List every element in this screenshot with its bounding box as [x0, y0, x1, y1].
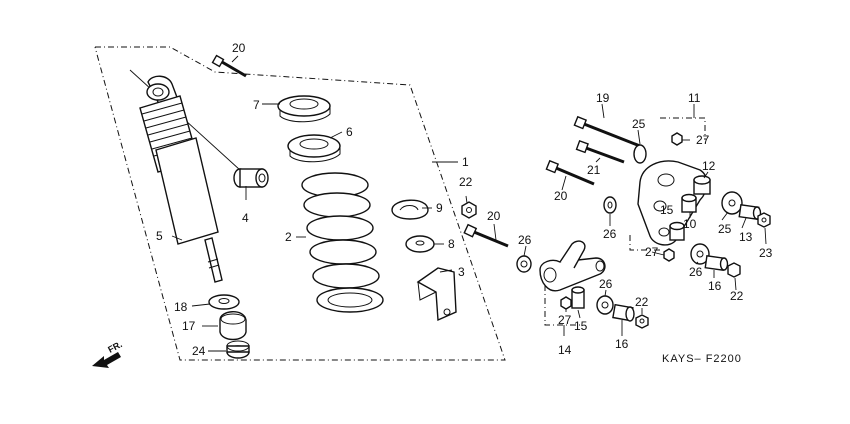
callout-26-mid: 26 — [603, 227, 617, 241]
callout-15-link: 15 — [574, 319, 588, 333]
callout-12: 12 — [702, 159, 716, 173]
callout-4: 4 — [242, 211, 249, 225]
arm-bushing-mid — [681, 193, 697, 213]
arm-bushing-upper — [693, 175, 711, 195]
callout-25-right: 25 — [718, 222, 732, 236]
callout-22-right: 22 — [730, 289, 744, 303]
top-bolt — [211, 54, 247, 78]
callout-7: 7 — [253, 98, 260, 112]
lower-collar — [226, 340, 250, 359]
shock-link — [539, 240, 606, 292]
shock-absorber — [129, 69, 241, 283]
coil-spring — [301, 172, 384, 313]
link-nut-right — [635, 314, 649, 329]
callout-3: 3 — [458, 265, 465, 279]
callout-20-top: 20 — [232, 41, 246, 55]
upper-spacer — [633, 144, 647, 164]
callout-27-top: 27 — [696, 133, 710, 147]
callout-26-right: 26 — [689, 265, 703, 279]
middle-bolt — [463, 223, 509, 248]
front-label: FR. — [106, 339, 123, 355]
leader-lines — [171, 55, 767, 352]
callout-15-arm: 15 — [660, 203, 674, 217]
callout-20-mid: 20 — [487, 209, 501, 223]
shock-assembly-outline — [94, 46, 506, 361]
short-bolt — [545, 159, 595, 186]
upper-bushing — [233, 168, 269, 188]
arm-collar-low — [704, 255, 729, 271]
callout-22-low: 22 — [635, 295, 649, 309]
callout-16-right: 16 — [708, 279, 722, 293]
callout-5: 5 — [156, 229, 163, 243]
callout-23: 23 — [759, 246, 773, 260]
bump-rubber — [219, 311, 247, 341]
long-bolt — [573, 115, 641, 148]
callout-21: 21 — [587, 163, 601, 177]
callout-13: 13 — [739, 230, 753, 244]
nut-left — [461, 201, 477, 219]
arm-nut-lower — [663, 248, 675, 262]
arm-nut-low — [727, 262, 741, 278]
callout-26-low: 26 — [599, 277, 613, 291]
spring-seat-lower — [287, 134, 341, 163]
washer-left-mid — [603, 196, 617, 214]
callout-26-left: 26 — [518, 233, 532, 247]
callout-9: 9 — [436, 201, 443, 215]
callout-24: 24 — [192, 344, 206, 358]
link-collar — [571, 286, 585, 309]
link-washer — [596, 295, 614, 315]
medium-bolt — [575, 139, 625, 164]
callout-25-top: 25 — [632, 117, 646, 131]
link-assembly-outline — [544, 285, 580, 326]
callout-10: 10 — [683, 217, 697, 231]
callout-11: 11 — [688, 91, 701, 105]
callout-8: 8 — [448, 237, 455, 251]
arm-washer-right — [721, 191, 743, 215]
callout-19: 19 — [596, 91, 610, 105]
callout-16-low: 16 — [615, 337, 629, 351]
front-direction-arrow: FR. — [92, 339, 124, 368]
callout-2: 2 — [285, 230, 292, 244]
callout-6: 6 — [346, 125, 353, 139]
link-nut — [560, 296, 572, 310]
callout-18: 18 — [174, 300, 188, 314]
diagram-code: KAYS– F2200 — [662, 353, 742, 365]
flat-washer — [405, 235, 435, 253]
callout-27-low: 27 — [558, 313, 572, 327]
arm-assembly-lower — [629, 235, 660, 251]
arm-collar-right — [738, 204, 762, 220]
callout-22-left: 22 — [459, 175, 473, 189]
callout-numbers: 20 7 6 1 22 9 8 3 2 4 5 18 17 24 20 26 1… — [156, 41, 773, 358]
washer-left-low — [516, 255, 532, 273]
link-collar-long — [612, 303, 635, 322]
arm-assembly-outline — [660, 117, 706, 140]
callout-17: 17 — [182, 319, 196, 333]
lower-washer — [208, 294, 240, 310]
callout-27-mid: 27 — [645, 245, 659, 259]
arm-nut-right — [757, 212, 771, 228]
spring-stopper — [391, 199, 429, 220]
callout-20-right: 20 — [554, 189, 568, 203]
arm-bushing-lower — [669, 221, 685, 241]
callout-1: 1 — [462, 155, 469, 169]
arm-washer-low — [690, 243, 710, 265]
callout-14: 14 — [558, 343, 572, 357]
mount-bracket — [416, 267, 457, 322]
spring-seat-upper — [277, 95, 331, 123]
